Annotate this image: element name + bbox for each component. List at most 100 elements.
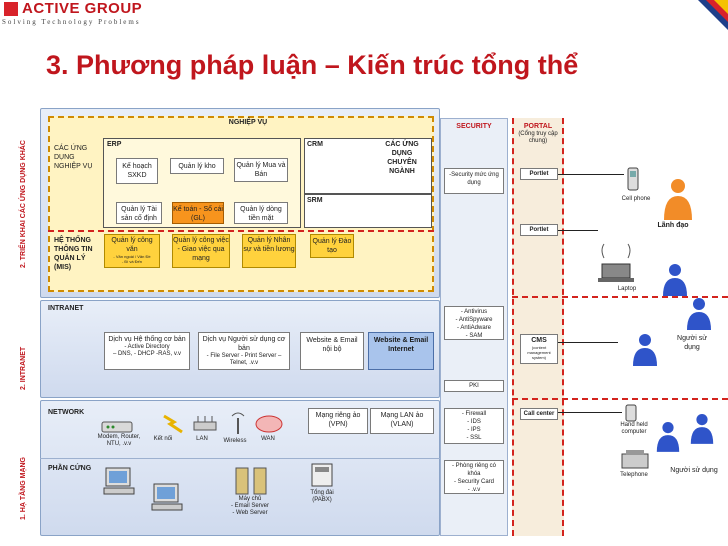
intranet-user-services-title: Dịch vụ Người sử dụng cơ bản	[202, 336, 286, 352]
router-label: Modem, Router, NTU, .v.v	[97, 434, 141, 447]
side-label-apps: 2. TRIỂN KHAI CÁC ỨNG DỤNG KHÁC	[20, 140, 27, 268]
hardware-label: PHẦN CỨNG	[48, 465, 92, 472]
vlan-box: Mạng LAN ảo (VLAN)	[370, 408, 434, 434]
erp-assets: Quản lý Tài sản cố định	[116, 202, 162, 224]
user-icon	[633, 334, 657, 366]
router-icon	[101, 421, 133, 433]
security-app-level: -Security mức ứng dụng	[444, 168, 504, 194]
telephone-icon	[621, 450, 649, 469]
cms-box: CMS (content management system)	[520, 334, 558, 364]
erp-plan: Kế hoạch SXKD	[116, 158, 158, 184]
user-icon	[687, 298, 711, 330]
cell-phone-icon	[627, 167, 639, 191]
intranet-user-services: Dịch vụ Người sử dụng cơ bản - File Serv…	[198, 332, 290, 370]
portal-separator-2	[512, 398, 728, 400]
mis-dispatch: Quản lý công văn - Văn ngoài / Văn Đề - …	[104, 234, 160, 268]
crm-label: CRM	[307, 141, 323, 148]
vpn-box: Mạng riêng ảo (VPN)	[308, 408, 368, 434]
infra-divider	[40, 458, 440, 459]
security-title: SECURITY	[456, 123, 492, 130]
intranet-system-services: Dịch vụ Hệ thống cơ bản - Active Directo…	[104, 332, 190, 370]
side-label-infra: 1. HẠ TẦNG MẠNG	[20, 457, 27, 520]
erp-trade: Quản lý Mua và Bán	[234, 158, 288, 182]
intranet-label: INTRANET	[48, 305, 84, 312]
laptop-label: Laptop	[617, 286, 637, 292]
security-pki: PKI	[444, 380, 504, 392]
srm-box	[304, 194, 432, 228]
portal-title: PORTAL	[523, 123, 553, 130]
connector-line	[558, 342, 618, 343]
connector-line	[558, 174, 624, 175]
special-apps-label: CÁC ỨNG DỤNG CHUYÊN NGÀNH	[385, 141, 419, 175]
security-firewall: - Firewall - IDS - IPS - SSL	[444, 408, 504, 444]
mis-dispatch-title: Quản lý công văn	[111, 237, 153, 253]
telephone-label: Telephone	[620, 472, 648, 478]
handheld-label: Hand held computer	[620, 422, 648, 435]
connection-label: Kết nối	[153, 436, 173, 442]
connector-line	[558, 230, 598, 231]
business-apps-label: CÁC ỨNG DỤNG NGHIỆP VỤ	[54, 145, 93, 170]
crm-box	[304, 138, 432, 194]
portlet-1: Portlet	[520, 168, 558, 180]
laptop-icon	[598, 243, 634, 282]
erp-accounting: Kế toán - Sổ cái (GL)	[172, 202, 224, 224]
user-label-2: Người sử dụng	[670, 467, 718, 474]
pabx-label: Tổng đài (PABX)	[310, 490, 334, 503]
mis-training: Quản lý Đào tạo	[310, 234, 354, 258]
pabx-icon	[311, 463, 333, 487]
logo-mark	[4, 2, 18, 16]
side-label-intranet: 2. INTRANET	[20, 346, 27, 390]
lan-icon	[193, 416, 217, 431]
intranet-user-services-sub: - File Server - Print Server – Telnet, .…	[206, 353, 282, 366]
wan-cloud-icon	[255, 415, 283, 433]
business-title: NGHIỆP VỤ	[228, 119, 268, 126]
intranet-internet-web: Website & Email Internet	[368, 332, 434, 370]
mis-label: HỆ THỐNG THÔNG TIN QUẢN LÝ (MIS)	[54, 237, 93, 271]
call-center-box: Call center	[520, 408, 558, 420]
srm-label: SRM	[307, 197, 323, 204]
wireless-label: Wireless	[223, 438, 247, 444]
server-icon	[235, 467, 267, 495]
leader-icon	[664, 179, 692, 220]
mis-hr: Quản lý Nhân sự và tiền lương	[242, 234, 296, 268]
connection-icon	[163, 414, 183, 434]
portlet-2: Portlet	[520, 224, 558, 236]
user-icon	[663, 264, 687, 296]
user-icon	[690, 414, 714, 444]
lan-label: LAN	[196, 436, 208, 442]
security-antivirus: - Antivirus - AntiSpyware - AntiAdware -…	[444, 306, 504, 340]
portal-column	[512, 118, 564, 536]
handheld-icon	[625, 404, 637, 422]
connector-line	[558, 412, 622, 413]
mis-work-title: Quản lý công việc	[173, 237, 229, 244]
wan-label: WAN	[261, 436, 275, 442]
erp-label: ERP	[107, 141, 122, 148]
security-physical: - Phòng riêng có khóa - Security Card - …	[444, 460, 504, 494]
cell-phone-label: Cell phone	[621, 196, 651, 202]
business-divider	[48, 230, 434, 232]
cms-subtitle: (content management system)	[527, 345, 551, 360]
mis-dispatch-sub: - Văn ngoài / Văn Đề - Đi và Đến	[113, 254, 151, 264]
page-title: 3. Phương pháp luận – Kiến trúc tổng thể	[46, 50, 579, 80]
intranet-system-services-sub: - Active Directory – DNS, - DHCP -RAS, v…	[112, 344, 182, 357]
servers-label: Máy chủ - Email Server - Web Server	[230, 496, 269, 516]
logo-tagline: Solving Technology Problems	[2, 18, 141, 26]
wireless-icon	[231, 412, 245, 434]
intranet-system-services-title: Dịch vụ Hệ thống cơ bản	[108, 336, 186, 343]
corner-decoration	[698, 0, 728, 30]
network-label: NETWORK	[48, 409, 85, 416]
cms-title: CMS	[531, 337, 547, 344]
portal-subtitle: (Cổng truy cập chung)	[518, 131, 558, 144]
user-icon	[656, 422, 680, 452]
logo-text: ACTIVE GROUP	[22, 0, 143, 17]
mis-work-sub: - Giao việc qua mạng	[177, 246, 225, 262]
leader-label: Lãnh đạo	[657, 222, 689, 229]
intranet-internal-web: Website & Email nội bộ	[300, 332, 364, 370]
user-label-1: Người sử dụng	[677, 335, 707, 351]
pc-icon-2	[151, 483, 183, 511]
mis-work: Quản lý công việc - Giao việc qua mạng	[172, 234, 230, 268]
erp-cashflow: Quản lý dòng tiền mặt	[234, 202, 288, 224]
pc-icon-1	[103, 467, 135, 495]
erp-warehouse: Quản lý kho	[170, 158, 224, 174]
portal-separator-1	[512, 296, 728, 298]
